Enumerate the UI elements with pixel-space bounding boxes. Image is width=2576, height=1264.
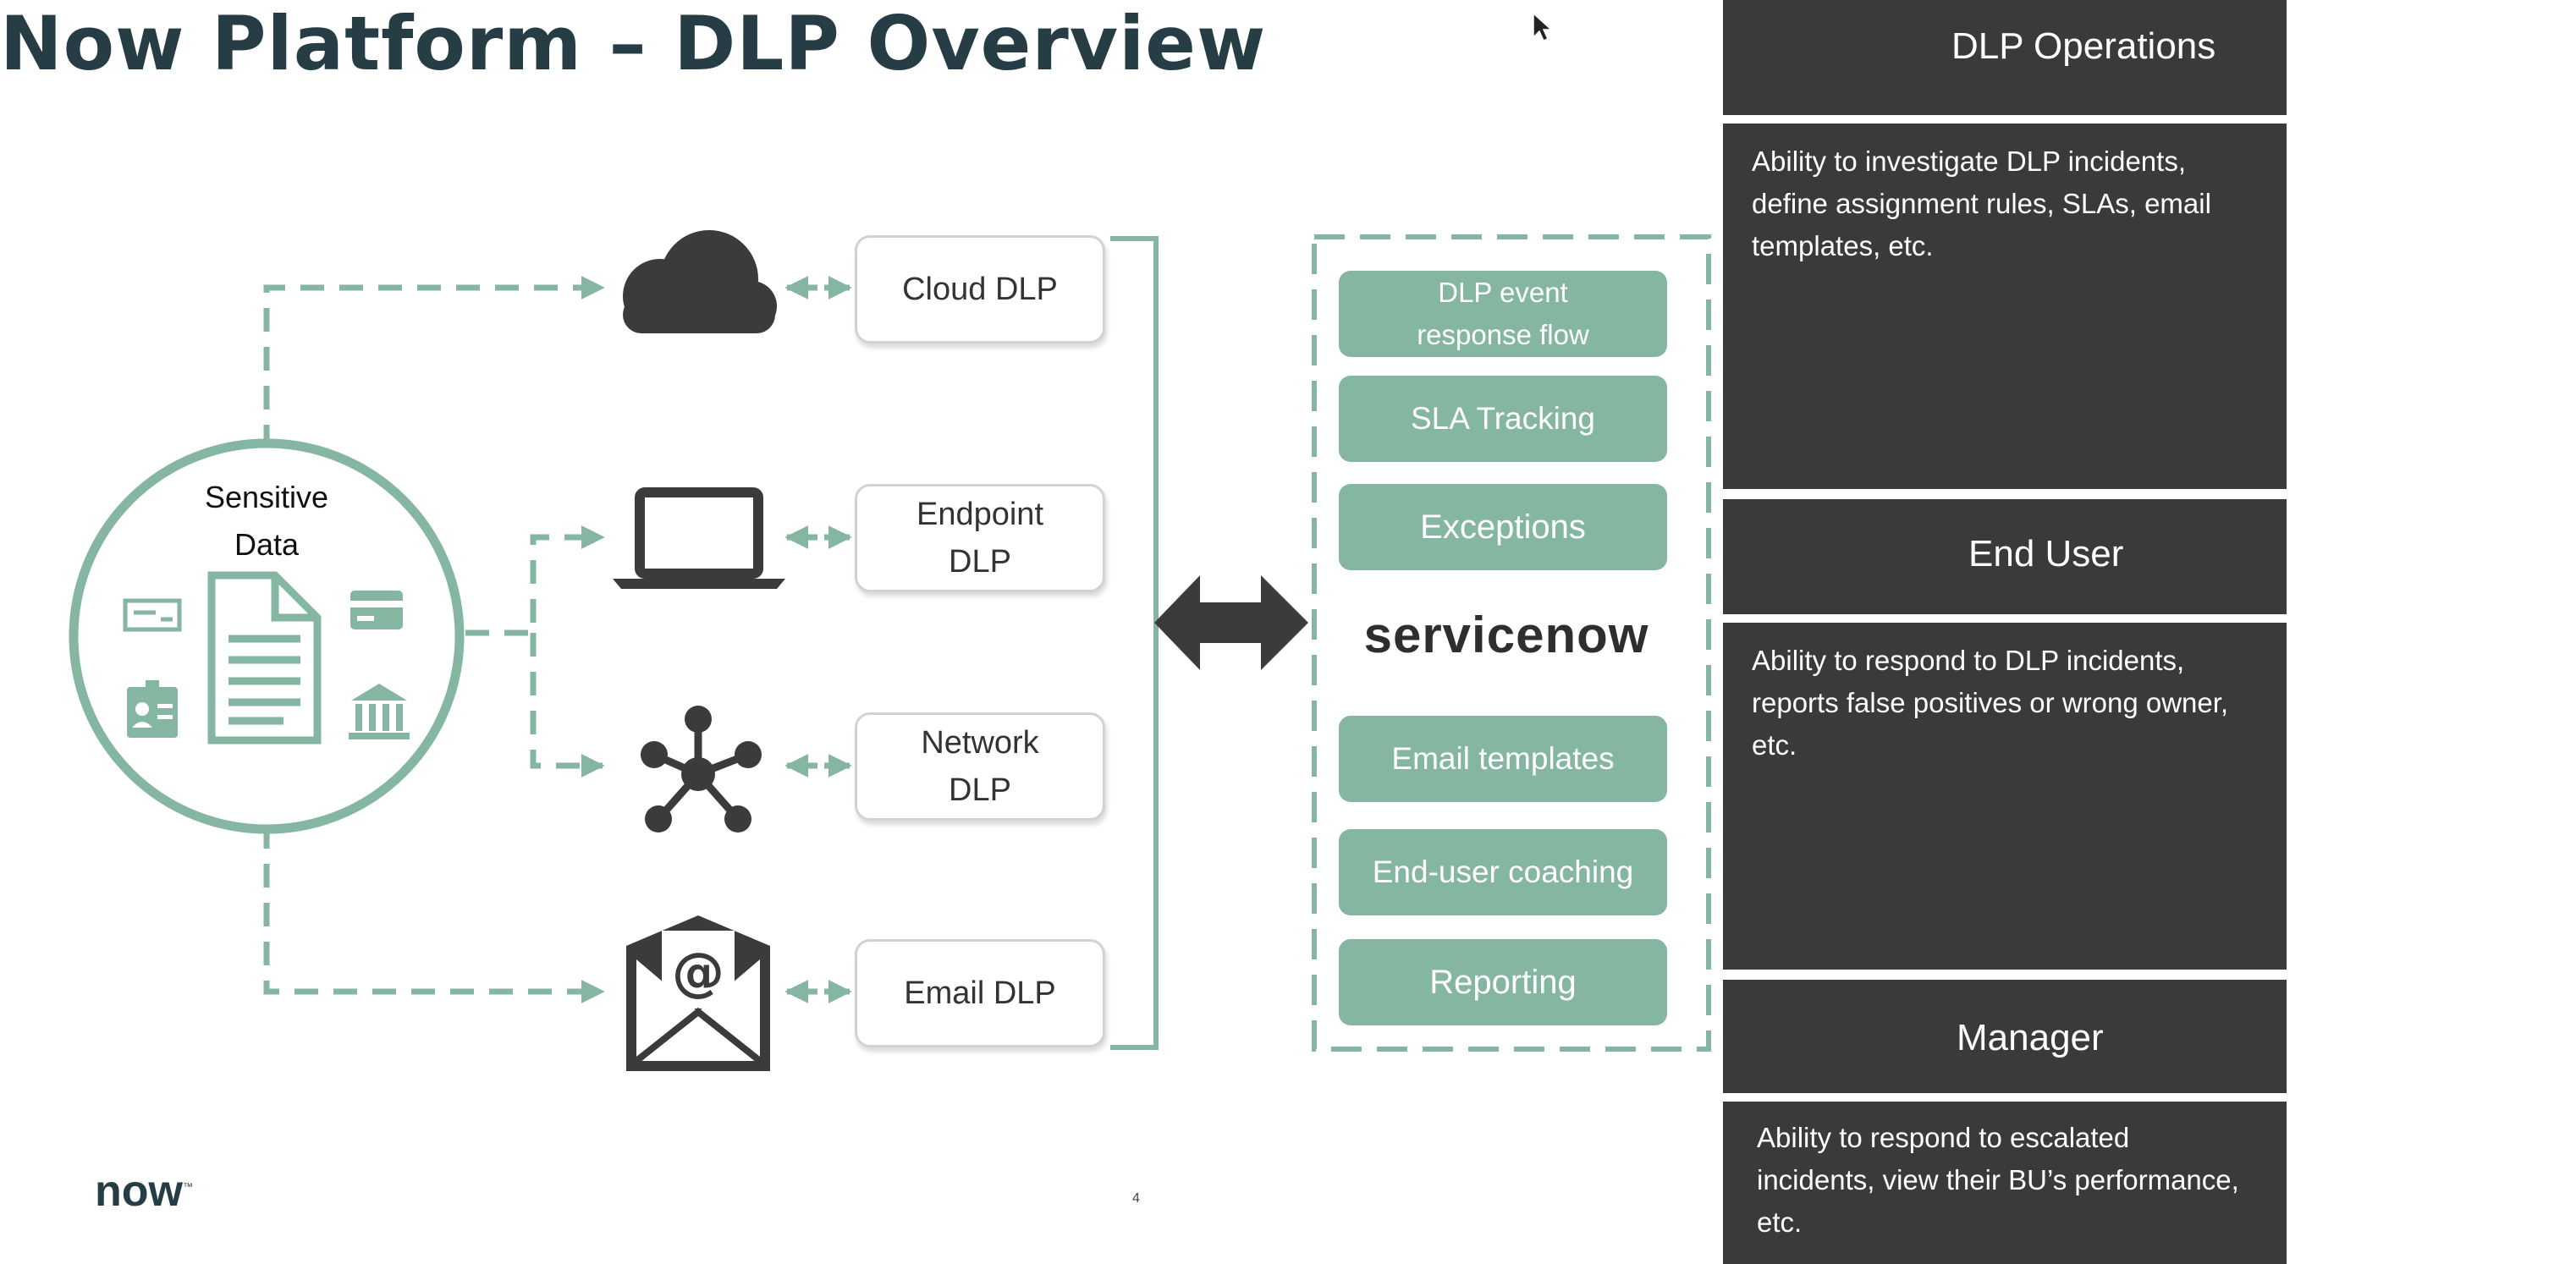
cloud-dlp-box: Cloud DLP — [855, 235, 1105, 343]
persona-end-user-header: End User — [1723, 499, 2287, 614]
channel-arrows — [784, 276, 852, 1003]
id-card-icon — [127, 680, 178, 738]
feature-exceptions: Exceptions — [1339, 484, 1667, 570]
feature-reporting: Reporting — [1339, 939, 1667, 1025]
check-icon — [123, 598, 182, 632]
email-dlp-box: Email DLP — [855, 939, 1105, 1047]
cloud-icon — [623, 230, 777, 333]
feature-email-templates: Email templates — [1339, 716, 1667, 802]
double-arrow-icon — [1154, 575, 1308, 670]
persona-end-user-description: Ability to respond to DLP incidents, rep… — [1723, 623, 2287, 970]
persona-dlp-operations-description: Ability to investigate DLP incidents, de… — [1723, 124, 2287, 489]
laptop-icon — [613, 487, 785, 589]
mouse-cursor-icon — [1533, 12, 1553, 41]
slide-title: Now Platform – DLP Overview — [0, 0, 1267, 87]
feature-sla-tracking: SLA Tracking — [1339, 376, 1667, 462]
persona-manager-header: Manager — [1723, 980, 2287, 1093]
svg-text:@: @ — [672, 941, 724, 1003]
bank-icon — [349, 684, 410, 739]
credit-card-icon — [350, 591, 403, 629]
email-envelope-icon: @ — [626, 915, 770, 1071]
sensitive-data-label: Sensitive Data — [204, 480, 329, 562]
persona-end-user-title: End User — [1968, 533, 2124, 574]
channel-bracket — [1110, 236, 1159, 1050]
persona-dlp-operations-title: DLP Operations — [1951, 25, 2216, 67]
persona-manager-title: Manager — [1957, 1017, 2104, 1058]
feature-end-user-coaching: End-user coaching — [1339, 829, 1667, 915]
persona-dlp-operations-header: DLP Operations — [1723, 0, 2287, 115]
persona-manager-description: Ability to respond to escalated incident… — [1723, 1102, 2287, 1264]
servicenow-frame — [1312, 234, 1711, 1052]
network-hub-icon — [641, 706, 762, 833]
document-icon — [207, 571, 322, 745]
source-connectors — [263, 276, 605, 1003]
servicenow-logo: servicenow — [1363, 607, 1649, 663]
page-number: 4 — [1132, 1191, 1140, 1206]
now-logo: now™ — [95, 1167, 193, 1216]
